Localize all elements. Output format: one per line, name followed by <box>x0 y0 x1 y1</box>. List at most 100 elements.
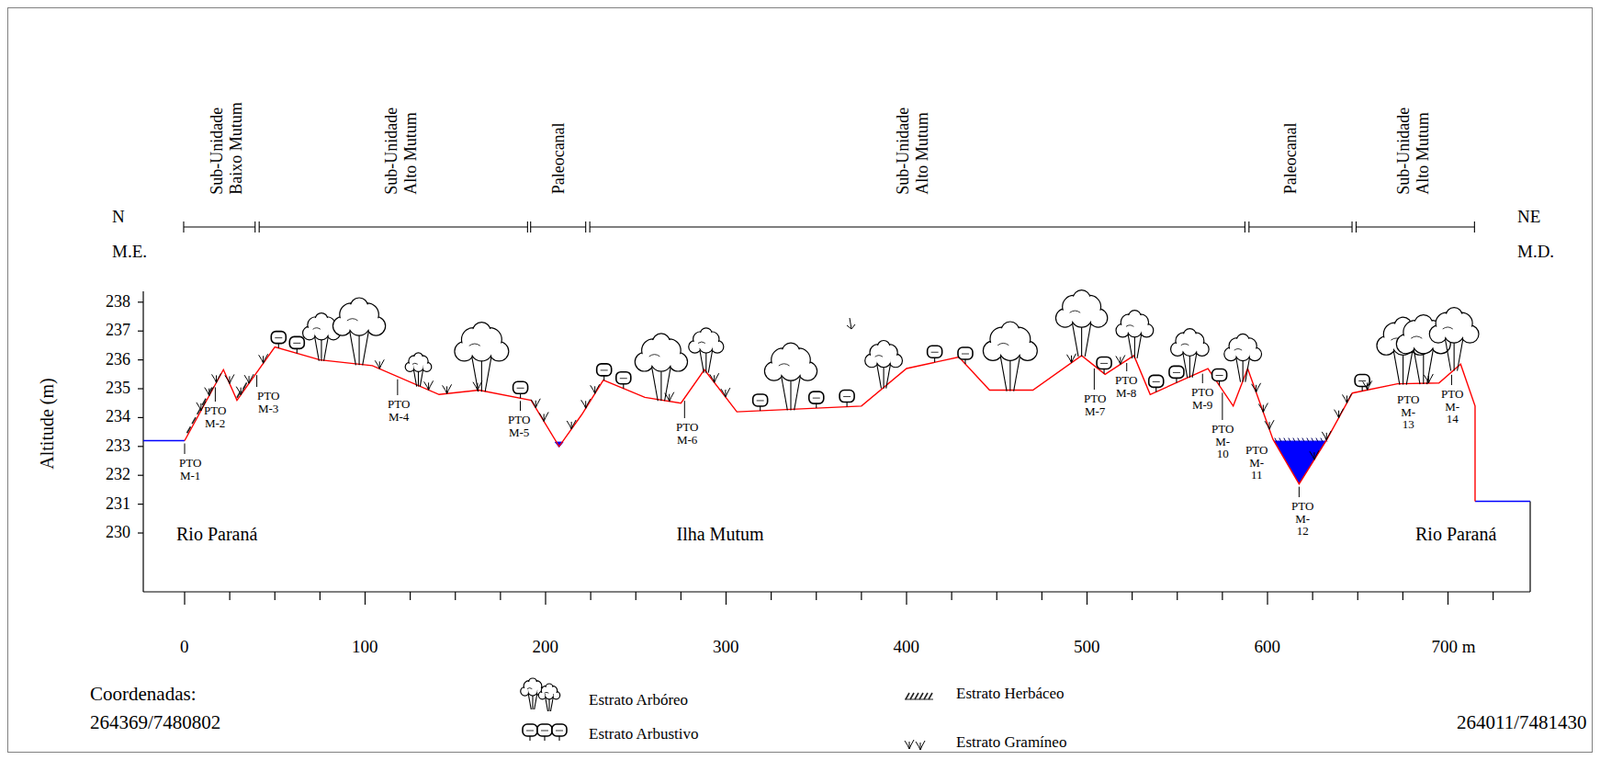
y-tick-label: 234 <box>105 407 131 427</box>
shrub-crown <box>839 390 855 403</box>
tree-symbol <box>865 339 903 388</box>
canopy-detail <box>1070 310 1082 313</box>
x-tick <box>544 591 546 605</box>
trunk <box>413 369 417 386</box>
canopy-detail <box>544 691 550 694</box>
x-tick-label: 500 <box>1073 637 1101 657</box>
x-tick <box>1086 591 1088 605</box>
point-label: PTO M-11 <box>1245 443 1268 482</box>
point-label: PTO M-8 <box>1115 373 1138 399</box>
tree-symbol <box>538 683 560 711</box>
x-tick <box>996 591 998 600</box>
legend-text: Estrato Gramíneo <box>956 733 1067 752</box>
x-tick <box>770 591 772 600</box>
x-tick-label: 0 <box>180 637 190 657</box>
y-tick <box>137 359 144 361</box>
x-tick <box>1447 591 1449 605</box>
x-tick <box>1041 591 1043 600</box>
point-label: PTO M-10 <box>1211 422 1234 461</box>
canopy-fill <box>315 314 327 325</box>
trunk <box>1406 350 1413 385</box>
x-tick <box>319 591 321 600</box>
grass-symbol <box>590 383 600 394</box>
trunk <box>1072 323 1079 357</box>
shrub-crown <box>513 381 529 394</box>
trunk <box>1422 349 1424 384</box>
shrub-symbol <box>513 381 529 398</box>
grass-symbol <box>212 372 222 383</box>
legend-text: Estrato Arbóreo <box>588 691 688 710</box>
x-tick <box>409 591 411 600</box>
island-label: Ilha Mutum <box>676 523 765 544</box>
grass-symbol <box>1251 383 1262 393</box>
shrub-crown <box>597 363 612 376</box>
coordinates-value: 264369/7480802 <box>90 711 221 733</box>
trunk <box>1009 356 1011 392</box>
canopy-fill <box>351 298 367 314</box>
tree-symbol <box>634 333 688 401</box>
y-tick <box>137 474 144 476</box>
x-tick <box>499 591 501 600</box>
river-label: Rio Paraná <box>176 523 258 544</box>
trunk <box>362 331 370 366</box>
canopy-fill <box>546 684 552 689</box>
y-tick-label: 235 <box>105 379 131 398</box>
water-mark <box>1320 438 1323 442</box>
bracket-end <box>259 221 260 233</box>
x-tick <box>725 591 727 605</box>
shrub-crown <box>1096 356 1112 369</box>
chart-frame <box>137 291 1531 605</box>
tree-symbol <box>454 322 509 393</box>
legend-text: Estrato Arbustivo <box>588 725 699 744</box>
trunk <box>1127 334 1133 359</box>
shrub-detail <box>1152 381 1161 383</box>
river-label: Rio Paraná <box>1415 523 1497 544</box>
trunk <box>315 337 320 361</box>
trunk <box>551 697 554 711</box>
x-tick <box>1131 591 1133 600</box>
herb-symbol <box>243 382 248 389</box>
shrub-symbol <box>753 394 768 411</box>
x-tick-label: 700 m <box>1431 637 1477 657</box>
canopy-fill <box>415 353 422 361</box>
trunk <box>1014 356 1021 392</box>
shrub-crown <box>537 723 553 736</box>
canopy-fill <box>783 343 799 359</box>
canopy-fill <box>651 350 671 371</box>
canopy-detail <box>1234 349 1242 351</box>
point-label: PTO M-6 <box>676 420 699 446</box>
canopy-fill <box>1071 306 1092 327</box>
coordinates-value: 264011/7481430 <box>1456 711 1588 733</box>
trunk <box>1137 334 1142 359</box>
trunk <box>1183 352 1188 378</box>
trunk <box>781 376 789 411</box>
trunk <box>545 697 549 711</box>
page-border <box>8 8 1593 753</box>
shrub-symbol <box>289 336 305 353</box>
x-tick <box>905 591 907 605</box>
canopy-detail <box>875 355 883 358</box>
point-leader <box>1451 374 1453 385</box>
water-mark <box>1274 438 1277 442</box>
herb-symbol <box>236 391 241 398</box>
arrow-mark <box>846 317 856 329</box>
x-tick <box>1357 591 1359 600</box>
trunk <box>1413 349 1420 384</box>
trunk <box>705 349 707 372</box>
shrub-detail <box>619 377 628 379</box>
river-level-left <box>143 439 185 442</box>
y-tick-label: 232 <box>105 465 131 485</box>
trunk <box>359 331 361 366</box>
unit-bracket <box>183 225 256 227</box>
point-leader <box>214 386 216 402</box>
canopy-fill <box>1000 338 1021 360</box>
shrub-crown <box>1169 365 1184 378</box>
x-tick <box>635 591 637 600</box>
bracket-end <box>1248 221 1250 233</box>
shrub-symbol <box>809 391 824 408</box>
unit-label: Sub-Unidade Baixo Mutum <box>207 85 246 194</box>
herb-symbol <box>910 692 914 699</box>
trunk <box>1393 350 1400 385</box>
grass-symbol <box>1258 403 1268 413</box>
point-leader <box>519 400 521 411</box>
